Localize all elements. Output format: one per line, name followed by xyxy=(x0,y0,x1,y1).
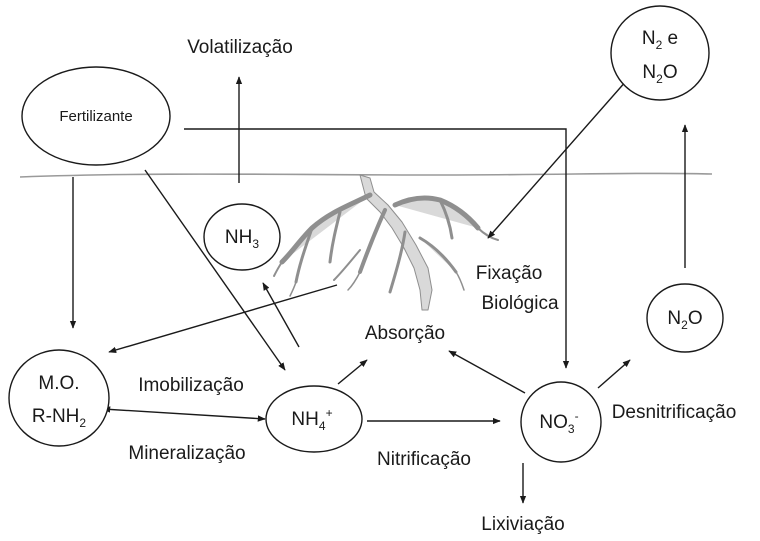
arrow-nh4-to-nh3 xyxy=(263,283,299,347)
node-nh4: NH4+ xyxy=(266,386,362,452)
label-fixacao: Fixação xyxy=(476,263,543,284)
arrow-root-to-mo xyxy=(109,285,337,352)
node-mo-line1: M.O. xyxy=(38,373,79,394)
label-mineralizacao: Mineralização xyxy=(128,443,245,464)
node-n2-n2o: N2 e N2O xyxy=(611,6,709,100)
arrow-mo-nh4-bidirectional xyxy=(103,409,265,419)
label-desnitrificacao: Desnitrificação xyxy=(612,402,737,423)
arrow-no3-to-absorcao xyxy=(449,351,525,393)
node-n2o: N2O xyxy=(647,284,723,352)
label-nitrificacao: Nitrificação xyxy=(377,449,471,470)
label-imobilizacao: Imobilização xyxy=(138,375,244,396)
label-biologica: Biológica xyxy=(481,293,559,314)
arrow-nh4-to-absorcao xyxy=(338,360,367,384)
node-nh3: NH3 xyxy=(204,204,280,270)
node-mo-line2: R-NH2 xyxy=(32,406,87,430)
node-fertilizante-label: Fertilizante xyxy=(59,108,132,125)
label-absorcao: Absorção xyxy=(365,323,445,344)
label-volatilizacao: Volatilização xyxy=(187,37,293,58)
plant-root-illustration xyxy=(274,175,498,310)
arrow-fertilizante-to-nh4 xyxy=(145,170,285,370)
node-mo-rnh2: M.O. R-NH2 xyxy=(9,350,109,446)
arrow-n2-to-fixacao xyxy=(488,80,627,238)
node-fertilizante: Fertilizante xyxy=(22,67,170,165)
node-no3: NO3- xyxy=(521,382,601,462)
label-lixiviacao: Lixiviação xyxy=(481,514,564,535)
arrow-no3-to-n2o xyxy=(598,360,630,388)
